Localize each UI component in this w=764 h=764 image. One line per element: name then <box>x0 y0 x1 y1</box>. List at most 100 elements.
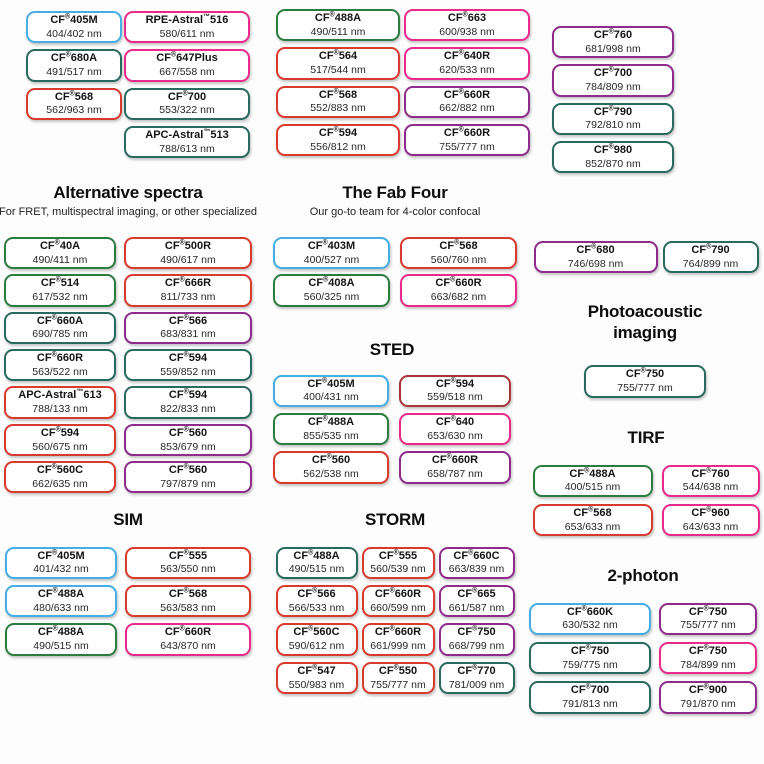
dye-name: CF®760 <box>691 467 730 480</box>
dye-excitation-emission: 562/538 nm <box>303 468 359 481</box>
dye-excitation-emission: 563/522 nm <box>32 365 88 378</box>
dye-excitation-emission: 400/515 nm <box>564 481 621 494</box>
dye-name: CF®568 <box>318 88 358 101</box>
dye-name: CF®500R <box>164 239 212 253</box>
dye-excitation-emission: 490/511 nm <box>310 25 366 38</box>
dye-excitation-emission: 759/775 nm <box>562 658 618 671</box>
dye-name: CF®660R <box>36 351 84 365</box>
dye-name: CF®750 <box>457 625 496 639</box>
dye-name: CF®564 <box>318 49 358 63</box>
dye-excitation-emission: 855/535 nm <box>303 429 359 442</box>
dye-excitation-emission: 490/617 nm <box>160 253 216 266</box>
dye-name: CF®555 <box>378 549 418 562</box>
dye-name: CF®790 <box>593 105 633 118</box>
dye-excitation-emission: 630/532 nm <box>562 619 618 632</box>
dye-name: CF®750 <box>625 367 665 381</box>
dye-name: CF®405M <box>50 13 98 26</box>
dye-excitation-emission: 560/675 nm <box>32 440 88 453</box>
section-fab-four: The Fab Four Our go-to team for 4-color … <box>272 183 518 307</box>
dye-name: CF®680 <box>576 243 615 256</box>
dye-excitation-emission: 552/883 nm <box>310 102 366 115</box>
dye-excitation-emission: 404/402 nm <box>46 27 102 40</box>
dye-excitation-emission: 563/583 nm <box>160 601 216 614</box>
dye-name: CF®488A <box>314 11 362 24</box>
dye-excitation-emission: 681/998 nm <box>585 42 641 55</box>
section-title: Photoacoustic imaging <box>587 302 703 342</box>
dye-excitation-emission: 562/963 nm <box>46 104 102 117</box>
dye-name: CF®660R <box>431 453 479 467</box>
dye-excitation-emission: 788/133 nm <box>32 403 88 416</box>
dye-name: APC-Astral™613 <box>18 388 102 402</box>
dye-name: CF®660C <box>453 549 500 562</box>
dye-name: CF®980 <box>593 143 633 157</box>
dye-excitation-emission: 755/777 nm <box>617 382 673 395</box>
dye-name: CF®403M <box>307 239 356 253</box>
dye-excitation-emission: 668/799 nm <box>448 640 505 653</box>
dye-excitation-emission: 490/515 nm <box>288 563 345 576</box>
dye-excitation-emission: 617/532 nm <box>32 291 88 304</box>
dye-excitation-emission: 559/518 nm <box>427 391 483 404</box>
section-title: STED <box>369 340 415 359</box>
dye-name: CF®640R <box>443 49 491 63</box>
dye-name: CF®568 <box>168 587 208 601</box>
dye-name: CF®750 <box>570 644 610 658</box>
dye-excitation-emission: 791/870 nm <box>680 698 736 711</box>
dye-excitation-emission: 553/322 nm <box>159 104 215 117</box>
dye-name: CF®594 <box>168 388 208 402</box>
dye-name: CF®40A <box>39 239 81 253</box>
dye-excitation-emission: 490/515 nm <box>33 640 89 653</box>
dye-name: CF®560 <box>168 426 208 439</box>
dye-excitation-emission: 667/558 nm <box>159 66 215 79</box>
dye-name: CF®960 <box>691 506 730 520</box>
dye-excitation-emission: 556/812 nm <box>310 140 366 153</box>
dye-name: CF®488A <box>307 415 355 429</box>
dye-name: CF®568 <box>573 506 612 520</box>
section-title: The Fab Four <box>342 183 448 202</box>
section-title: TIRF <box>627 428 665 447</box>
dye-name: CF®488A <box>37 625 85 639</box>
